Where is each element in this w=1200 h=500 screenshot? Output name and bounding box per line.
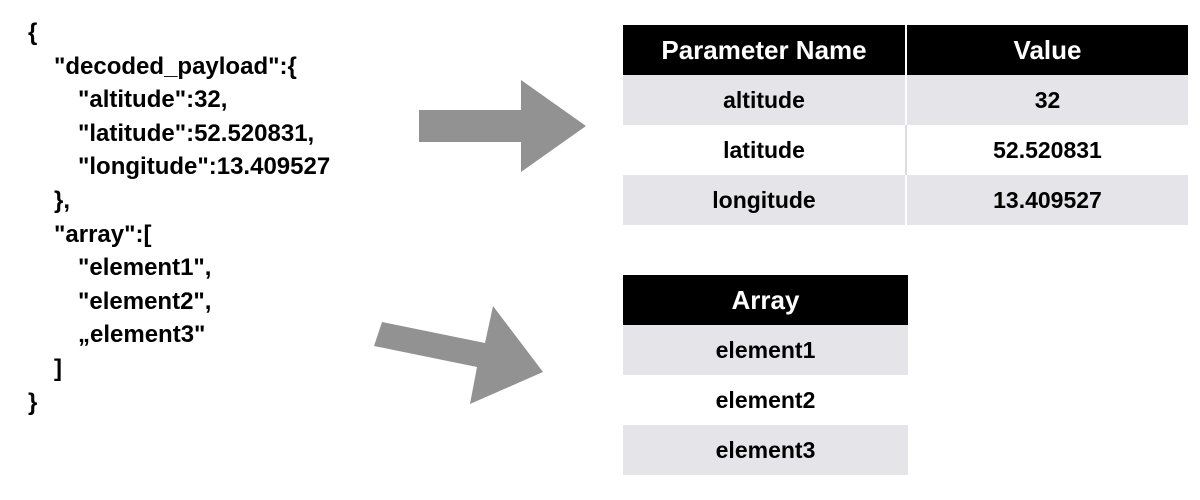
array-table-cell: element3 <box>623 425 908 475</box>
parameter-table-cell: 13.409527 <box>906 175 1188 225</box>
code-line: "array":[ <box>54 220 152 248</box>
array-table-header-row: Array <box>623 275 908 325</box>
parameter-table-cell: 52.520831 <box>906 125 1188 175</box>
code-line: „element3" <box>78 321 206 349</box>
table-row: element1 <box>623 325 908 375</box>
code-line: } <box>28 388 38 416</box>
array-table-cell: element2 <box>623 375 908 425</box>
arrow-to-param-table <box>419 80 586 172</box>
parameter-table-cell: altitude <box>623 75 907 125</box>
code-line: "decoded_payload":{ <box>54 52 297 80</box>
code-line: "latitude":52.520831, <box>78 119 315 147</box>
code-line: "element2", <box>78 287 212 315</box>
table-row: element2 <box>623 375 908 425</box>
parameter-table-cell: 32 <box>906 75 1188 125</box>
array-table-cell: element1 <box>623 325 908 375</box>
code-line: }, <box>54 186 71 214</box>
json-code-block: { "decoded_payload":{ "altitude":32, "latit… <box>28 16 330 419</box>
table-row: element3 <box>623 425 908 475</box>
parameter-table-header-cell: Value <box>906 25 1188 75</box>
parameter-table-cell: latitude <box>623 125 907 175</box>
code-line: { <box>28 19 38 46</box>
code-line: "element1", <box>78 254 212 282</box>
code-line: "altitude":32, <box>78 86 228 114</box>
array-table-header-cell: Array <box>623 275 908 325</box>
parameter-table-cell: longitude <box>623 175 907 225</box>
arrow-to-array-table <box>374 306 543 404</box>
parameter-table-header-cell: Parameter Name <box>623 25 907 75</box>
code-line: ] <box>54 354 62 382</box>
code-line: "longitude":13.409527 <box>78 153 331 181</box>
